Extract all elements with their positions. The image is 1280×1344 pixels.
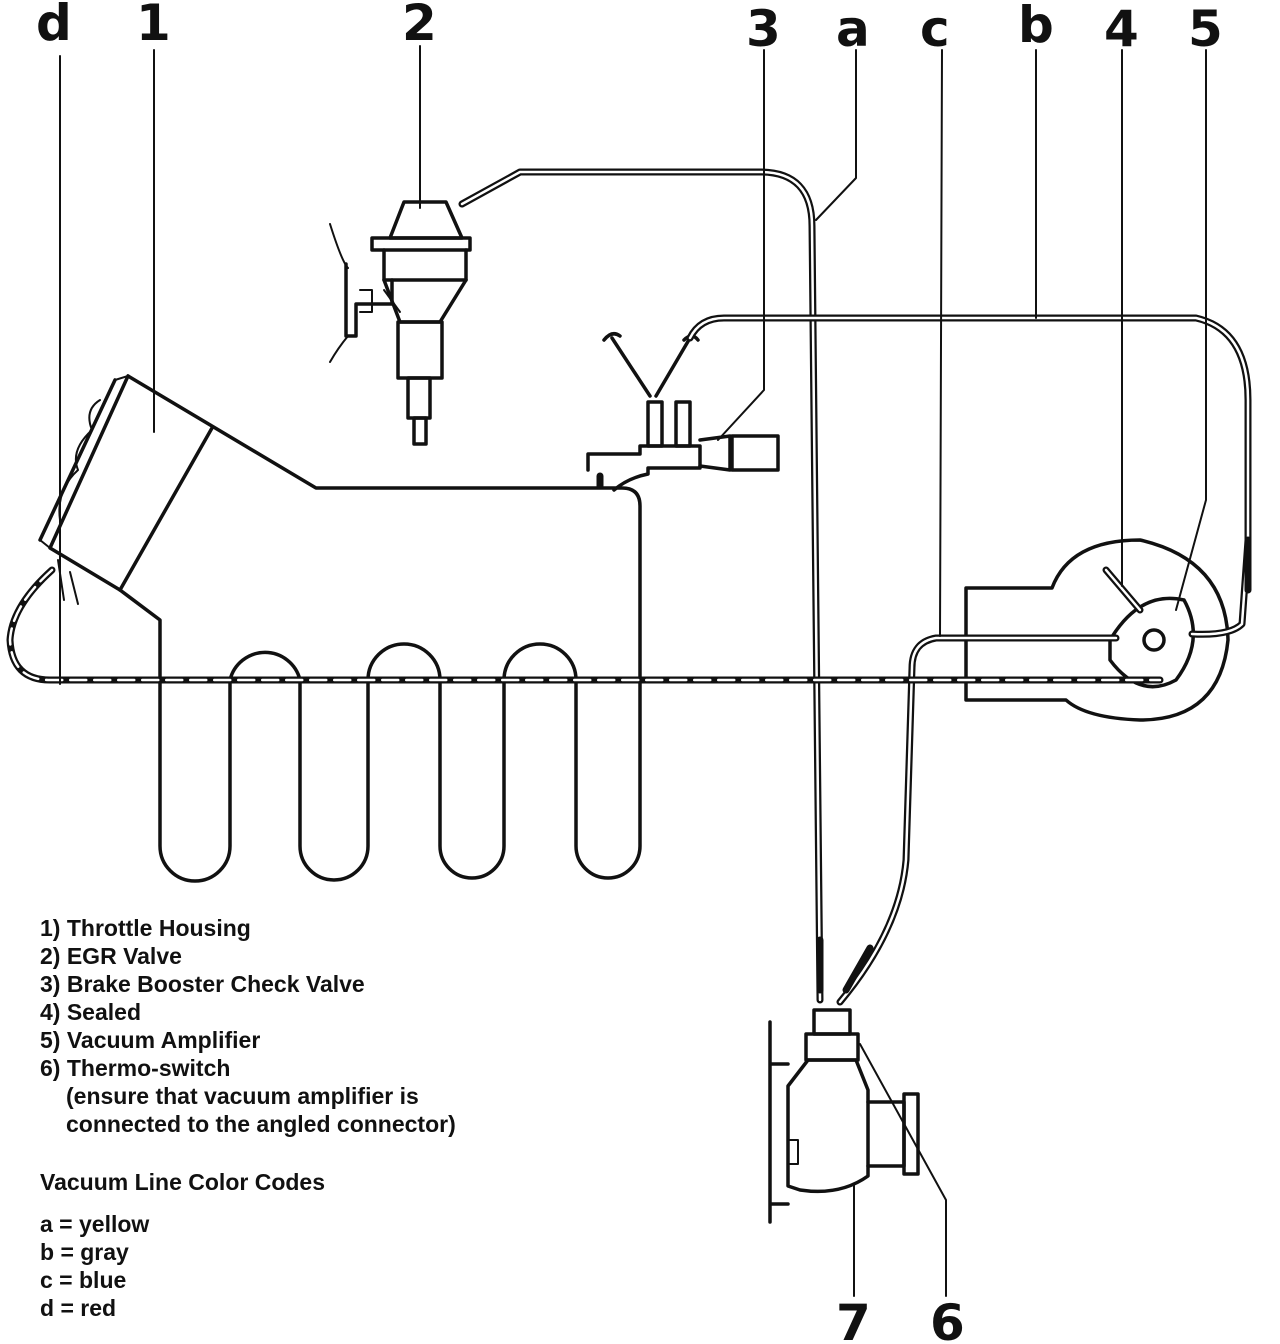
thermo-switch [768,1008,920,1224]
callout-b: b [1018,0,1054,54]
legend-item: 4) Sealed [40,999,141,1025]
callout-d: d [36,0,72,52]
legend-item: 6) Thermo-switch [40,1055,231,1081]
color-code-item: d = red [40,1295,117,1321]
intake-manifold [118,374,642,883]
callout-labels: d 1 2 3 a c b 4 5 7 6 [36,0,1223,1344]
callout-4: 4 [1104,0,1139,58]
legend-item: 5) Vacuum Amplifier [40,1027,261,1053]
egr-valve [329,200,472,446]
callout-3: 3 [746,0,781,58]
callout-1: 1 [136,0,171,52]
legend-note-line-1: (ensure that vacuum amplifier is [66,1083,419,1109]
leader-lines [59,45,1207,1297]
legend-item: 1) Throttle Housing [40,915,251,941]
vacuum-hoses [6,168,1252,1006]
callout-c: c [920,0,950,58]
throttle-housing [38,374,130,605]
callout-a: a [836,0,870,58]
color-codes-title: Vacuum Line Color Codes [40,1169,325,1195]
brake-booster-check-valve [586,332,780,492]
callout-6: 6 [930,1294,965,1344]
callout-7: 7 [836,1294,871,1344]
legend: 1) Throttle Housing 2) EGR Valve 3) Brak… [40,914,456,1322]
color-code-item: c = blue [40,1267,127,1293]
callout-2: 2 [402,0,437,52]
legend-item: 3) Brake Booster Check Valve [40,971,365,997]
color-code-item: a = yellow [40,1211,150,1237]
color-code-item: b = gray [40,1239,129,1265]
callout-5: 5 [1188,0,1223,58]
legend-note-line-2: connected to the angled connector) [66,1111,456,1137]
color-codes-list: a = yellow b = gray c = blue d = red [40,1210,456,1322]
legend-item: 2) EGR Valve [40,943,182,969]
